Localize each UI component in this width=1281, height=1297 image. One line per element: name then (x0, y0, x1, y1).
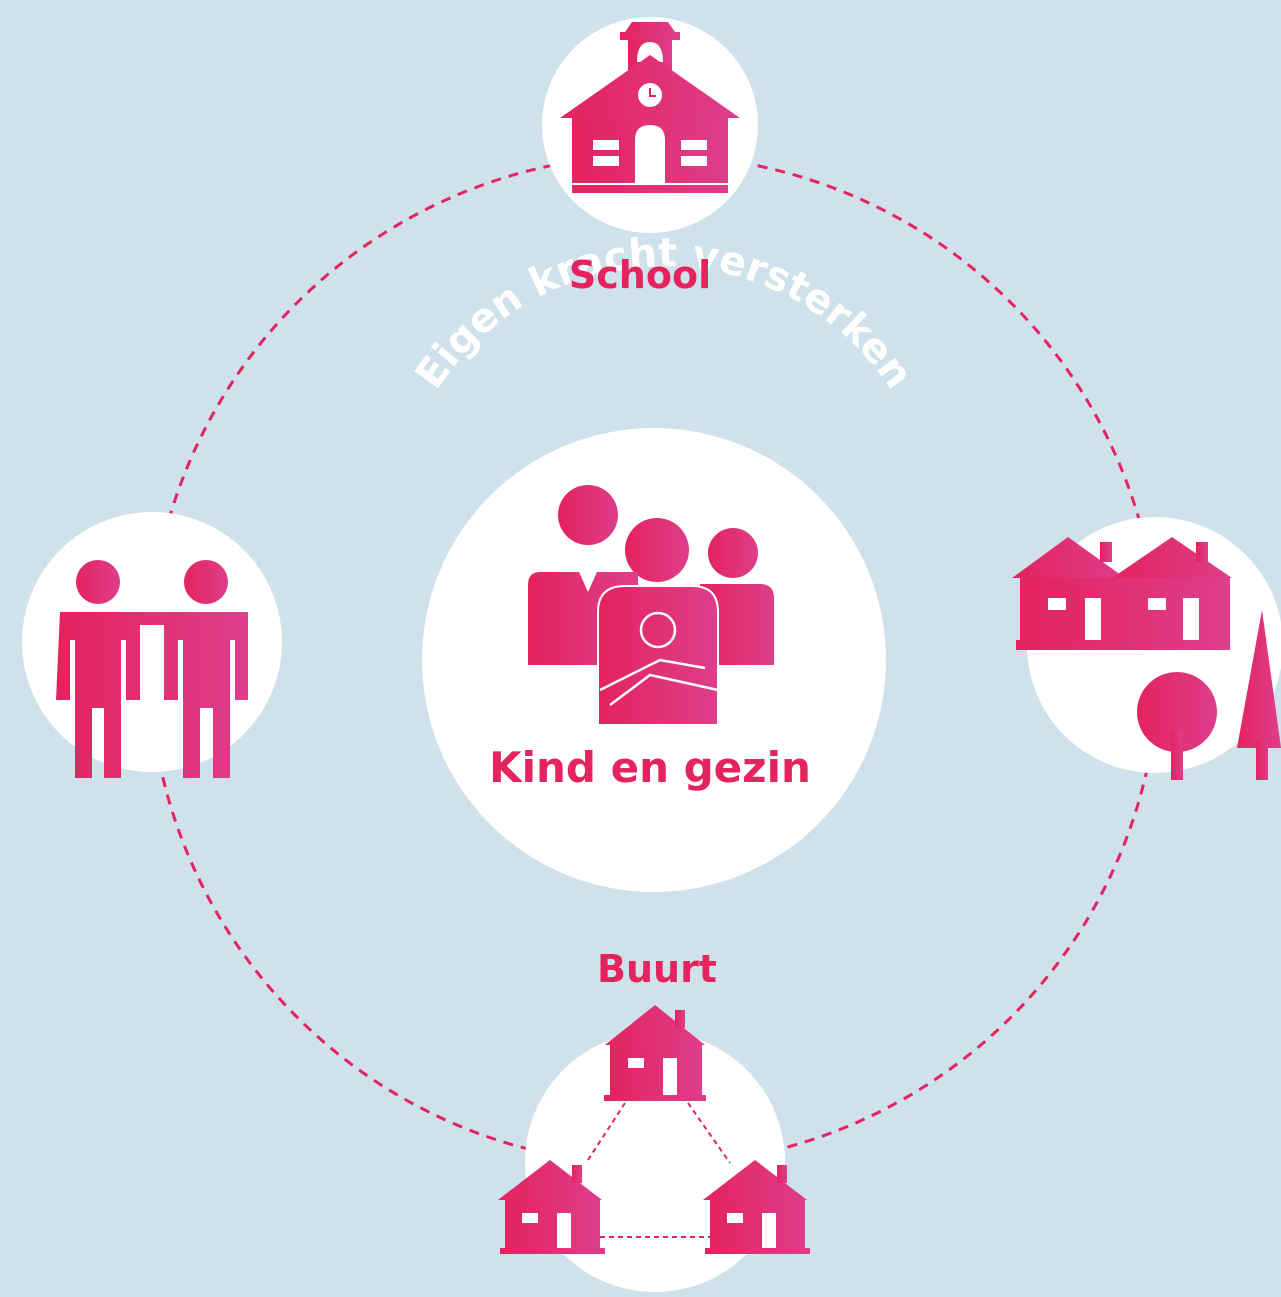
buurt-label: Buurt (597, 947, 717, 991)
two-people-icon (56, 560, 248, 778)
school-label: School (569, 253, 711, 297)
family-icon (528, 485, 774, 726)
center-label: Kind en gezin (489, 743, 811, 792)
neighbourhood-houses-icon (498, 1005, 810, 1254)
houses-and-trees-icon (1012, 537, 1281, 780)
school-building-icon (560, 22, 740, 193)
